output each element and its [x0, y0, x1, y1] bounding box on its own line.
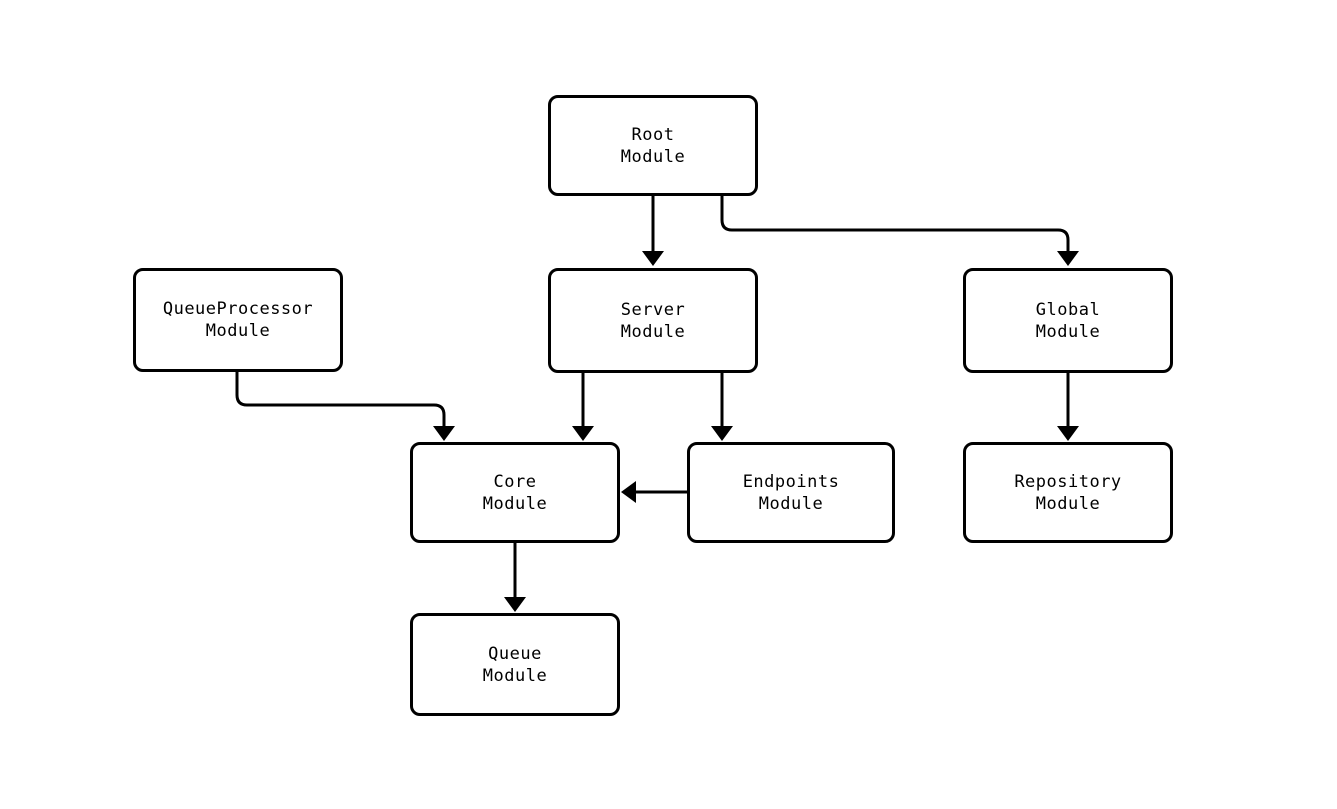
arrowhead-root-to-server: [642, 251, 664, 266]
node-server-title: Server: [620, 299, 686, 320]
node-queueprocessor[interactable]: QueueProcessor Module: [133, 268, 343, 372]
node-endpoints-title: Endpoints: [742, 471, 840, 492]
arrowhead-root-to-global: [1057, 251, 1079, 266]
node-endpoints-subtitle: Module: [758, 493, 824, 514]
edge-queueprocessor-to-core: [235, 372, 446, 430]
arrowhead-server-to-endpoints: [711, 426, 733, 441]
node-repository[interactable]: Repository Module: [963, 442, 1173, 543]
node-root-title: Root: [631, 124, 675, 145]
node-queue[interactable]: Queue Module: [410, 613, 620, 716]
arrowhead-queueprocessor-to-core: [433, 426, 455, 441]
node-repository-title: Repository: [1014, 471, 1122, 492]
arrowhead-server-to-core: [572, 426, 594, 441]
arrowhead-core-to-queue: [504, 597, 526, 612]
node-core-subtitle: Module: [482, 493, 548, 514]
node-server-subtitle: Module: [620, 321, 686, 342]
node-root-subtitle: Module: [620, 146, 686, 167]
arrowhead-endpoints-to-core: [621, 481, 636, 503]
node-queue-subtitle: Module: [482, 665, 548, 686]
node-root[interactable]: Root Module: [548, 95, 758, 196]
node-global-subtitle: Module: [1035, 321, 1101, 342]
node-queueprocessor-subtitle: Module: [205, 321, 271, 341]
node-queue-title: Queue: [488, 643, 542, 664]
node-core-title: Core: [493, 471, 537, 492]
node-repository-subtitle: Module: [1035, 493, 1101, 514]
node-core[interactable]: Core Module: [410, 442, 620, 543]
node-global-title: Global: [1035, 299, 1101, 320]
node-server[interactable]: Server Module: [548, 268, 758, 373]
node-endpoints[interactable]: Endpoints Module: [687, 442, 895, 543]
arrowhead-global-to-repository: [1057, 426, 1079, 441]
node-queueprocessor-title: QueueProcessor: [162, 299, 314, 319]
node-global[interactable]: Global Module: [963, 268, 1173, 373]
edge-root-to-global: [720, 196, 1070, 254]
